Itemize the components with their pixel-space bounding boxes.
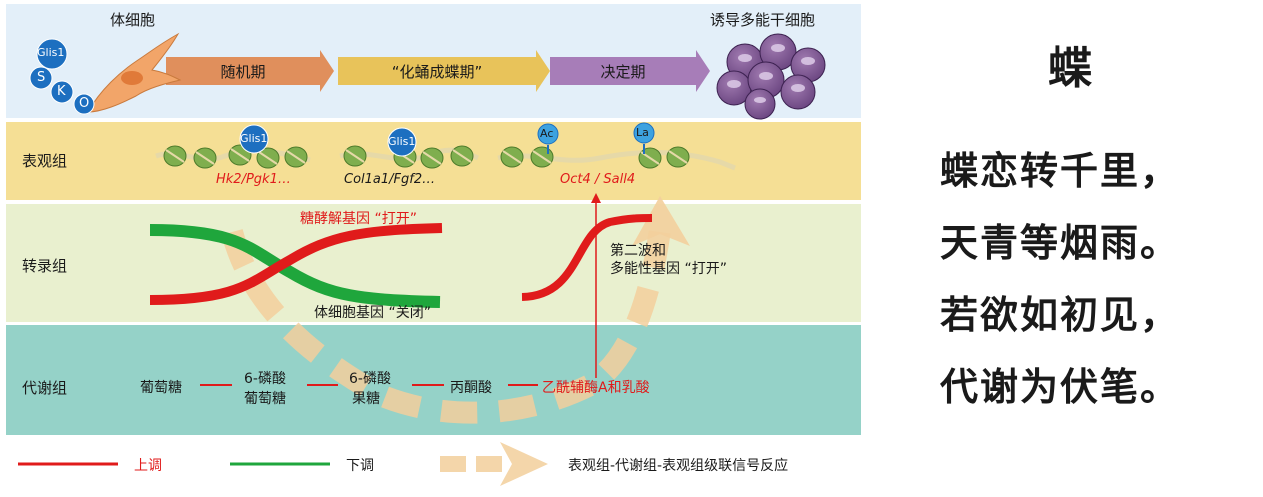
acetylation-mark: Ac (540, 127, 554, 140)
metabolite-g6p-b: 葡萄糖 (244, 391, 286, 407)
metabolite-f6p-b: 果糖 (352, 391, 380, 407)
poem-line-4: 代谢为伏笔。 (940, 364, 1181, 409)
genes-somatic: Col1a1/Fgf2… (344, 172, 436, 187)
transcriptome-label: 转录组 (22, 257, 68, 275)
glycolysis-on-text: 糖酵解基因 “打开” (300, 211, 417, 227)
glis1-badge-1: Glis1 (240, 132, 268, 145)
pluripotency-gene-curve (521, 214, 653, 301)
lactylation-mark: La (636, 126, 649, 139)
oct4-factor-label: O (79, 96, 90, 111)
metabolome-label: 代谢组 (22, 379, 68, 397)
metabolite-f6p-a: 6-磷酸 (349, 371, 391, 387)
phase-random: 随机期 (220, 63, 266, 81)
metabolite-glucose: 葡萄糖 (140, 380, 182, 396)
sox2-factor-label: S (37, 70, 46, 85)
genes-pluripotency: Oct4 / Sall4 (560, 172, 636, 187)
chromatin-fibers (155, 144, 736, 171)
phase-arrows (166, 50, 710, 92)
epigenome-label: 表观组 (22, 152, 68, 170)
somatic-off-text: 体细胞基因 “关闭” (314, 305, 431, 321)
ipsc-label: 诱导多能干细胞 (710, 11, 816, 29)
legend-down-label: 下调 (346, 458, 374, 474)
glis1-binding-icons (239, 124, 417, 157)
metabolite-pyruvate: 丙酮酸 (450, 380, 492, 396)
somatic-cell-label: 体细胞 (110, 11, 156, 29)
legend-cascade-label: 表观组-代谢组-表观组级联信号反应 (568, 458, 789, 474)
glis1-badge-2: Glis1 (388, 135, 416, 148)
second-wave-text-2: 多能性基因 “打开” (610, 261, 727, 277)
phase-metamorphosis: “化蛹成蝶期” (391, 63, 483, 81)
cascade-signal-path (221, 196, 690, 424)
panel-metabolome (6, 325, 861, 435)
poem-title: 蝶 (1048, 43, 1094, 94)
genes-glycolytic: Hk2/Pgk1… (216, 172, 291, 187)
poem-line-1: 蝶恋转千里， (940, 148, 1181, 193)
glycolysis-gene-curve (149, 223, 443, 305)
second-wave-text-1: 第二波和 (610, 243, 666, 259)
legend-cascade-swatch (440, 442, 548, 486)
legend-up-label: 上调 (134, 458, 162, 474)
klf4-factor-label: K (57, 84, 66, 99)
poem-line-3: 若欲如初见， (940, 292, 1181, 337)
reprogramming-factors (29, 38, 95, 115)
somatic-gene-curve (149, 224, 441, 308)
poem-line-2: 天青等烟雨。 (940, 220, 1181, 265)
glis1-factor-label: Glis1 (37, 46, 65, 59)
metabolite-g6p-a: 6-磷酸 (244, 371, 286, 387)
metabolite-acetylcoa-lactate: 乙酰辅酶A和乳酸 (542, 380, 650, 396)
feedback-arrow (591, 193, 601, 378)
phase-determination: 决定期 (600, 63, 646, 81)
histone-marks (537, 122, 655, 154)
